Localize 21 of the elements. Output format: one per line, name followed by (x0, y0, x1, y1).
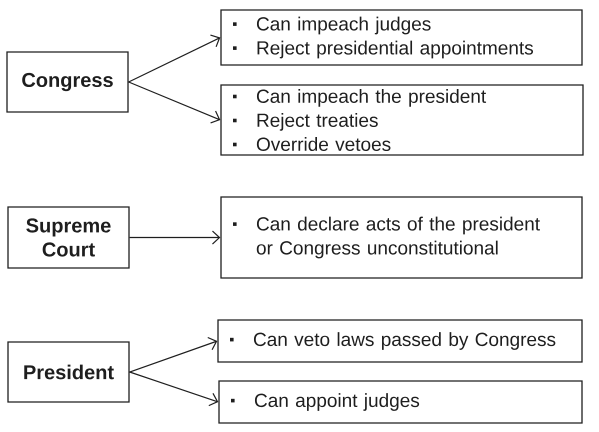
list-item: Can veto laws passed by Congress (254, 332, 556, 350)
list-box (220, 84, 584, 156)
arrow (128, 34, 220, 83)
heading-box: Congress (6, 51, 129, 113)
list-box (218, 380, 583, 424)
arrow (130, 230, 220, 244)
list-box (220, 196, 583, 279)
arrow (129, 371, 218, 406)
list-item: Can impeach judges (256, 16, 431, 34)
list-item: Reject treaties (258, 113, 378, 131)
list-item: Can appoint judges (254, 393, 420, 411)
list-item: Can impeach the president (256, 89, 486, 107)
heading-box: Supreme Court (7, 206, 130, 269)
heading-box: President (7, 341, 130, 403)
list-item: Can declare acts of the president or Congress unconstitutional (256, 216, 540, 258)
list-item: Reject presidential appointments (258, 40, 534, 58)
list-box (217, 319, 583, 363)
arrow (128, 81, 220, 124)
arrow (129, 336, 218, 373)
list-item: Override vetoes (256, 137, 390, 151)
list-box (220, 9, 583, 66)
